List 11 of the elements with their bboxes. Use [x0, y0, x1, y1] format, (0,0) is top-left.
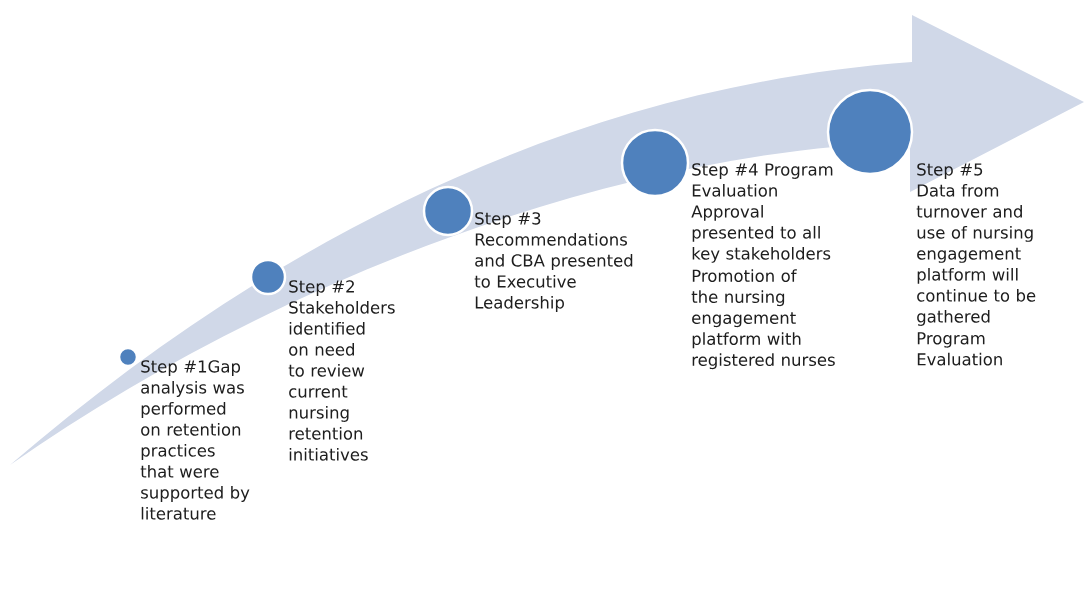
- step-text: Step #3 Recommendations and CBA presented to Executive Leadership: [474, 212, 633, 312]
- step-circle: [422, 185, 474, 237]
- step-text: Step #5 Data from turnover and use of nursing engagement platform will continue to be gathered: [916, 163, 1036, 326]
- step-text: Step #4 Program Evaluation Approval presented to all key stakeholders: [691, 163, 833, 263]
- step-circle: [117, 346, 139, 368]
- step-text: Step #2 Stakeholders identified on need to review current nursing retention initiatives: [288, 280, 395, 461]
- step-text: Program Evaluation: [917, 332, 1002, 366]
- step-text: Step #1Gap analysis was performed on retention practices that were supported by literature: [140, 360, 250, 520]
- step-circle: [249, 258, 287, 296]
- step-text: Promotion of the nursing engagement platform with registered nurses: [691, 269, 835, 370]
- step-circle: [620, 128, 690, 198]
